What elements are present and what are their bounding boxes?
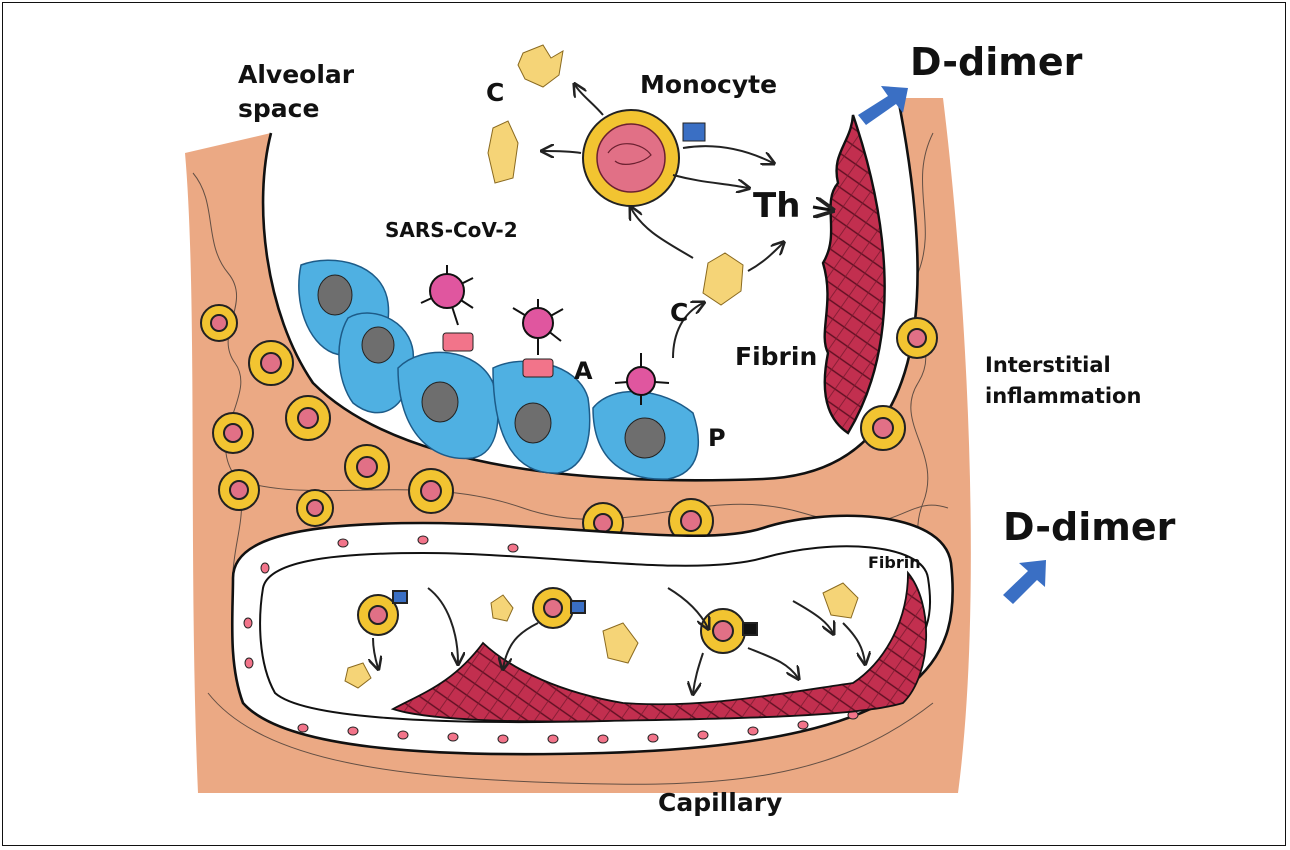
label-thrombus: Th xyxy=(753,186,800,226)
receptor xyxy=(523,359,553,377)
label-d-dimer-right: D-dimer xyxy=(1003,505,1175,549)
label-p: P xyxy=(708,424,726,452)
receptor xyxy=(443,333,473,351)
label-monocyte: Monocyte xyxy=(640,70,777,99)
blue-arrow-icon xyxy=(1003,560,1046,604)
label-sars-cov-2: SARS-CoV-2 xyxy=(385,218,518,242)
cytokine-icon xyxy=(518,45,563,87)
label-cytokine-c-top: C xyxy=(486,78,504,107)
label-a: A xyxy=(574,357,593,385)
label-interstitial-inflammation: Interstitial inflammation xyxy=(985,350,1145,412)
label-cytokine-c-mid: C xyxy=(670,298,688,327)
label-fibrin-capillary: Fibrin xyxy=(868,553,921,572)
label-fibrin-alveolar: Fibrin xyxy=(735,342,817,371)
label-alveolar-space: Alveolar space xyxy=(238,58,358,126)
label-d-dimer-top: D-dimer xyxy=(910,40,1082,84)
label-capillary: Capillary xyxy=(658,788,782,817)
alveolus-capillary-illustration xyxy=(3,3,1287,847)
